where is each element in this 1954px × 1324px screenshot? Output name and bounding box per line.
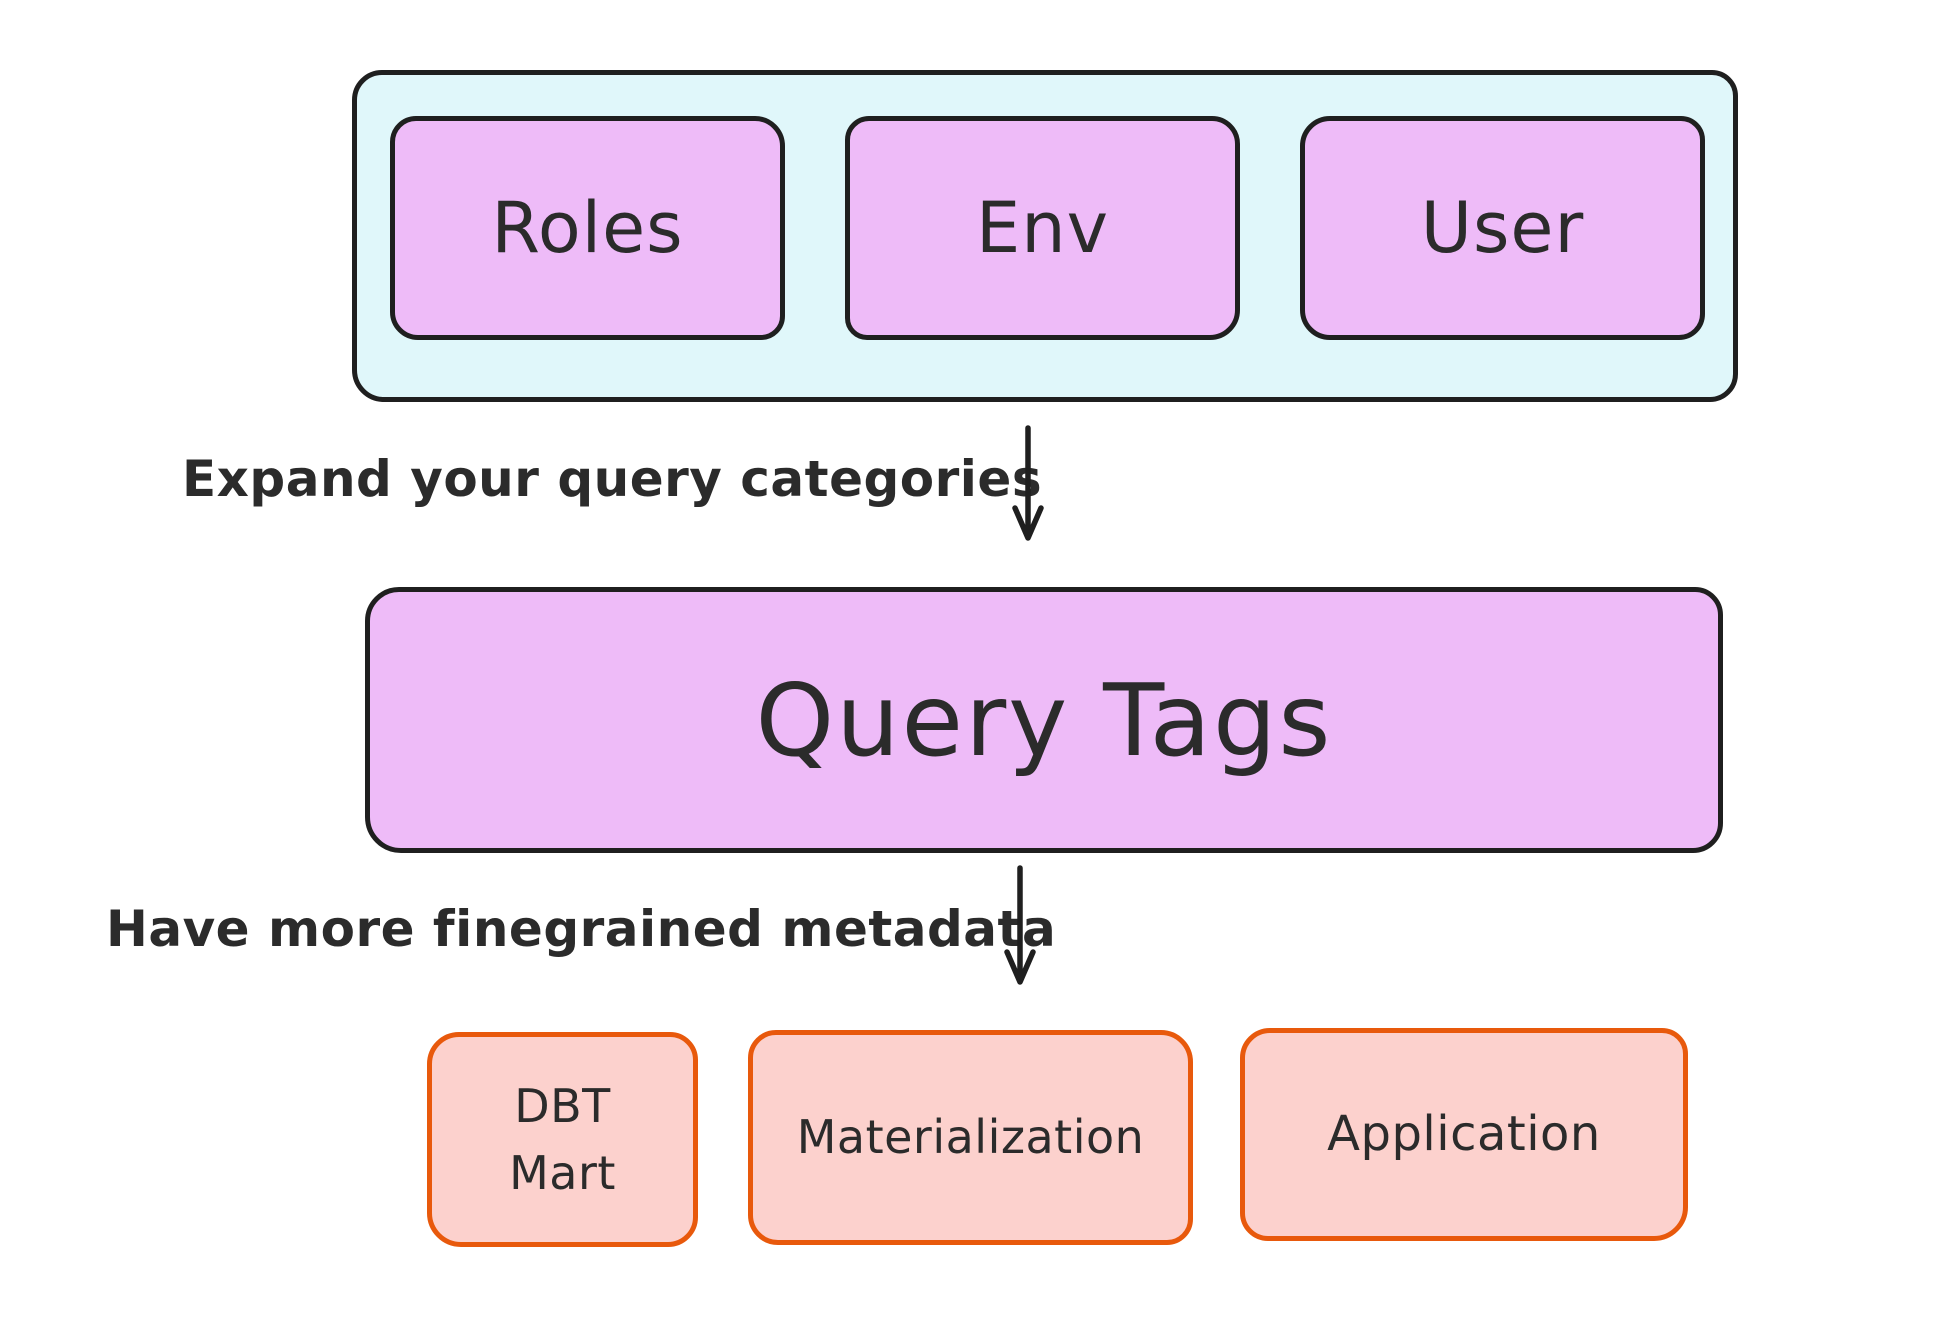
node-materialization: Materialization	[748, 1030, 1193, 1245]
node-dbt-mart-label: DBT Mart	[509, 1078, 616, 1200]
node-application: Application	[1240, 1028, 1688, 1241]
node-env-label: Env	[975, 187, 1110, 269]
node-roles: Roles	[390, 116, 785, 340]
node-query-tags: Query Tags	[365, 587, 1723, 853]
node-application-label: Application	[1327, 1105, 1601, 1162]
edge-2-label: Have more finegrained metadata	[106, 900, 1057, 958]
down-arrow-icon	[1012, 425, 1044, 541]
query-categories-group: Roles Env User	[352, 70, 1738, 402]
down-arrow-icon	[1004, 865, 1036, 985]
node-dbt-mart: DBT Mart	[427, 1032, 698, 1247]
node-query-tags-label: Query Tags	[755, 661, 1333, 779]
edge-1-label: Expand your query categories	[182, 450, 1043, 508]
node-materialization-label: Materialization	[796, 1110, 1145, 1165]
node-roles-label: Roles	[491, 187, 684, 269]
node-user-label: User	[1420, 187, 1585, 269]
node-user: User	[1300, 116, 1705, 340]
node-env: Env	[845, 116, 1240, 340]
